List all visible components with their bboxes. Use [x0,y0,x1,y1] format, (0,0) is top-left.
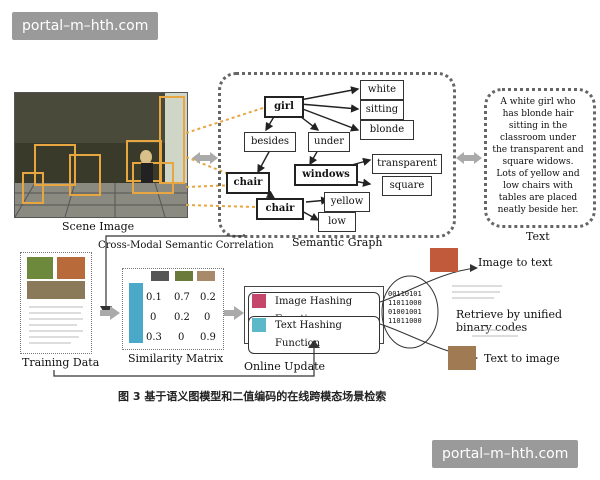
matrix-cell: 0.7 [174,292,190,303]
node-white: white [360,80,404,100]
result-text-snippet [450,282,504,304]
text-hashing-function: Text Hashing Function [248,316,380,354]
text-thumb-icon [252,318,266,332]
binary-code: 11011000 [388,317,422,325]
node-sitting: sitting [360,100,404,120]
double-arrow-icon [192,152,218,164]
node-chair-1: chair [226,172,270,194]
figure-caption: 图 3 基于语义图模型和二值编码的在线跨模态场景检索 [118,390,387,403]
matrix-cell: 0 [150,312,157,323]
node-windows: windows [294,164,358,186]
matrix-cell: 0.1 [146,292,162,303]
scene-image-label: Scene Image [62,220,135,233]
scene-image-drawing [15,93,187,217]
result-text-snippet-2 [470,326,524,344]
matrix-cell: 0 [204,312,211,323]
matrix-cell: 0.2 [200,292,216,303]
binary-code: 00110101 [388,290,422,298]
double-arrow-icon [456,152,482,164]
matrix-cell: 0.9 [200,332,216,343]
node-low: low [318,212,356,232]
node-blonde: blonde [360,120,414,140]
watermark-bottom: portal–m–hth.com [432,440,579,468]
node-yellow: yellow [324,192,370,212]
semantic-graph-label: Semantic Graph [292,236,383,249]
similarity-matrix [122,268,224,350]
semantic-graph-frame [218,72,456,238]
text-label: Text [526,230,550,243]
result-image-bottom [448,346,476,370]
node-square: square [382,176,432,196]
text-frame [484,88,596,228]
result-image-top [430,248,458,272]
node-besides: besides [244,132,296,152]
text-to-image-label: Text to image [484,352,560,365]
arrow-right-icon [224,306,244,320]
node-chair-2: chair [256,198,304,220]
binary-codes: 00110101 11011000 01001001 11011000 [388,290,422,326]
online-update-label: Online Update [244,360,326,373]
training-data [20,252,92,354]
matrix-cell: 0 [178,332,185,343]
node-girl: girl [264,96,304,118]
binary-code: 11011000 [388,299,422,307]
matrix-cell: 0.3 [146,332,162,343]
matrix-thumbs [129,271,215,343]
image-thumb-icon [252,294,266,308]
cross-modal-label: Cross-Modal Semantic Correlation [98,240,274,251]
text-paragraph: A white girl who has blonde hair sitting… [492,97,584,215]
online-update-line [53,340,320,377]
binary-code: 01001001 [388,308,422,316]
node-transparent: transparent [372,154,442,174]
similarity-matrix-label: Similarity Matrix [128,352,224,365]
training-data-label: Training Data [22,356,100,369]
image-to-text-label: Image to text [478,256,553,269]
arrow-right-icon [100,306,120,320]
scene-image [14,92,188,218]
node-under: under [308,132,350,152]
retrieve-label: Retrieve by unified binary codes [456,308,563,334]
watermark-top: portal–m–hth.com [12,12,159,40]
training-thumbs [27,257,85,344]
matrix-cell: 0.2 [174,312,190,323]
